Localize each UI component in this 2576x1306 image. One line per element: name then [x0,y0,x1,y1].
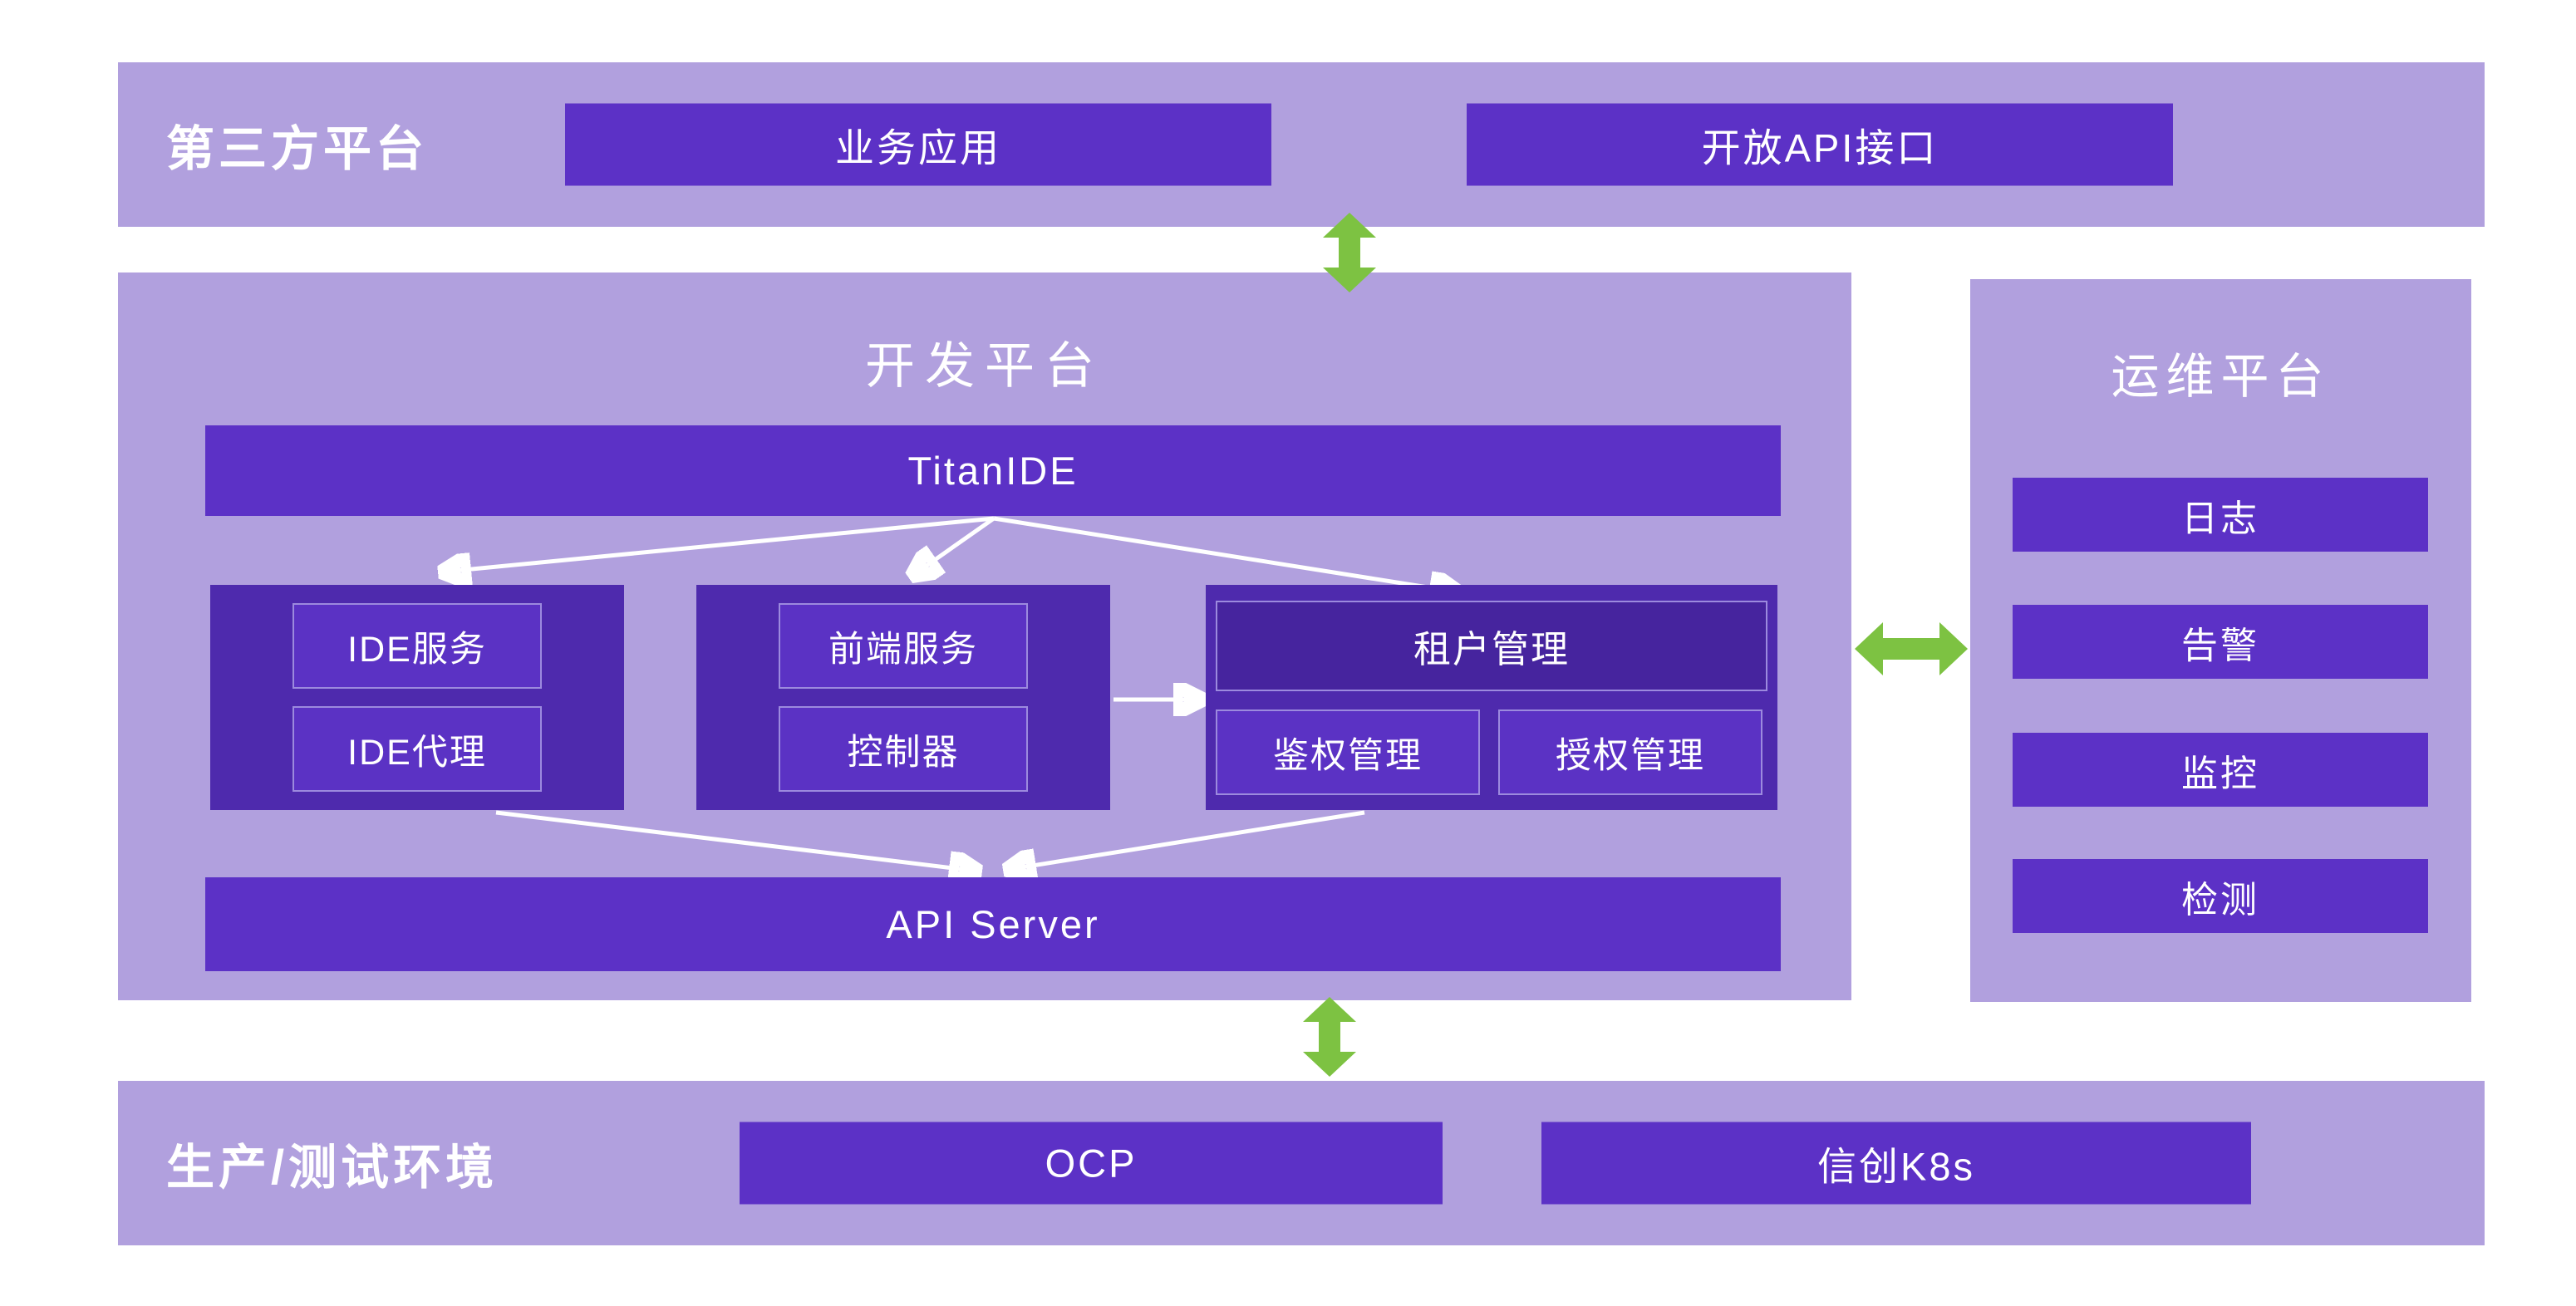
detection-label: 检测 [2181,879,2259,921]
ocp-label: OCP [1045,1141,1138,1186]
ide-proxy-label: IDE代理 [347,732,487,773]
dev-platform-panel: 开发平台 TitanIDE IDE服务 IDE代理 [118,272,1851,1000]
tenant-management-box: 租户管理 [1216,601,1767,691]
frontend-service-group: 前端服务 控制器 [696,585,1110,810]
authentication-management-label: 鉴权管理 [1273,735,1423,776]
prod-test-env-title: 生产/测试环境 [166,1141,499,1195]
open-api-box: 开放API接口 [1467,103,2173,186]
authorization-management-box: 授权管理 [1498,709,1762,795]
detection-box: 检测 [2013,859,2428,933]
ide-service-group: IDE服务 IDE代理 [210,585,624,810]
bidirectional-arrow-icon-right [1855,622,1968,675]
xinchuang-k8s-label: 信创K8s [1817,1144,1975,1189]
third-party-platform-panel: 第三方平台 业务应用 开放API接口 [118,62,2485,227]
authorization-management-label: 授权管理 [1556,735,1705,776]
arrow-tenant-group-to-api-server [1011,810,1365,869]
bidirectional-arrow-icon-top [1323,213,1376,292]
monitoring-box: 监控 [2013,733,2428,807]
authentication-management-box: 鉴权管理 [1216,709,1480,795]
third-party-platform-title: 第三方平台 [166,122,429,176]
frontend-service-box: 前端服务 [779,603,1028,689]
alerts-label: 告警 [2181,625,2259,666]
arrow-titanide-to-tenant-group [993,516,1454,592]
ops-platform-panel: 运维平台 日志 告警 监控 检测 [1970,279,2471,1002]
dev-platform-title: 开发平台 [865,338,1104,394]
bidirectional-arrow-icon-bottom [1303,997,1356,1077]
alerts-box: 告警 [2013,605,2428,679]
open-api-label: 开放API接口 [1701,125,1939,170]
arrow-titanide-to-ide-group [446,516,995,572]
ide-service-label: IDE服务 [347,629,487,670]
controller-label: 控制器 [847,732,960,773]
arrow-titanide-to-frontend-group [916,516,995,573]
frontend-service-label: 前端服务 [828,629,978,670]
xinchuang-k8s-box: 信创K8s [1541,1122,2251,1205]
monitoring-label: 监控 [2181,753,2259,794]
tenant-management-group: 租户管理 鉴权管理 授权管理 [1206,585,1777,810]
business-app-box: 业务应用 [565,103,1271,186]
titan-ide-box: TitanIDE [205,425,1781,516]
ops-platform-title: 运维平台 [2111,350,2331,404]
business-app-label: 业务应用 [835,125,1001,170]
logs-label: 日志 [2181,498,2259,539]
titan-ide-label: TitanIDE [907,449,1079,493]
prod-test-env-panel: 生产/测试环境 OCP 信创K8s [118,1081,2485,1245]
ide-proxy-box: IDE代理 [293,706,542,792]
ocp-box: OCP [740,1122,1443,1205]
logs-box: 日志 [2013,478,2428,552]
api-server-label: API Server [886,902,1100,946]
api-server-box: API Server [205,877,1781,971]
arrow-ide-group-to-api-server [495,810,974,871]
controller-box: 控制器 [779,706,1028,792]
tenant-management-label: 租户管理 [1413,628,1570,670]
ide-service-box: IDE服务 [293,603,542,689]
